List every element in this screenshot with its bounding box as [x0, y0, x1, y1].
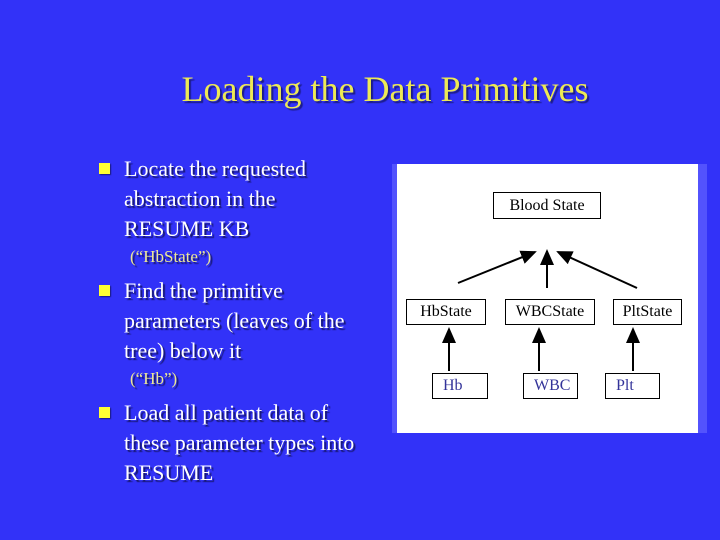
tree-diagram-panel: Blood State HbState WBCState PltState Hb…	[397, 164, 698, 433]
diagram-panel-halo: Blood State HbState WBCState PltState Hb…	[392, 164, 707, 433]
bullet-note: (“Hb”)	[130, 369, 178, 388]
edge-pltstate-to-root	[556, 251, 638, 289]
bullet-text: Load all patient data of these parameter…	[124, 398, 354, 488]
bullet-line: RESUME	[124, 460, 214, 485]
tree-node-wbcstate: WBCState	[505, 299, 595, 325]
tree-node-wbc: WBC	[523, 373, 578, 399]
bullet-note: (“HbState”)	[130, 247, 212, 266]
bullet-line: abstraction in the	[124, 186, 276, 211]
list-item: Find the primitive parameters (leaves of…	[97, 276, 409, 366]
slide-title: Loading the Data Primitives	[181, 69, 589, 109]
tree-edges	[442, 249, 640, 371]
tree-node-hb: Hb	[432, 373, 488, 399]
bullet-line: Load all patient data of	[124, 400, 329, 425]
tree-node-plt: Plt	[605, 373, 660, 399]
bullet-square-icon	[99, 163, 110, 174]
bullet-text: Find the primitive parameters (leaves of…	[124, 276, 345, 366]
bullet-square-icon	[99, 285, 110, 296]
bullet-line: RESUME KB	[124, 216, 250, 241]
bullet-square-icon	[99, 407, 110, 418]
bullet-line: parameters (leaves of the	[124, 308, 345, 333]
edge-hbstate-to-root	[457, 250, 537, 284]
bullet-line: Find the primitive	[124, 278, 283, 303]
tree-node-pltstate: PltState	[613, 299, 682, 325]
tree-node-hbstate: HbState	[406, 299, 486, 325]
bullet-line: tree) below it	[124, 338, 242, 363]
bullet-line: these parameter types into	[124, 430, 355, 455]
bullet-list: Locate the requested abstraction in the …	[97, 154, 409, 488]
bullet-text: Locate the requested abstraction in the …	[124, 154, 306, 244]
tree-node-blood-state: Blood State	[493, 192, 601, 219]
list-item: Locate the requested abstraction in the …	[97, 154, 409, 244]
list-item: Load all patient data of these parameter…	[97, 398, 409, 488]
bullet-line: Locate the requested	[124, 156, 307, 181]
